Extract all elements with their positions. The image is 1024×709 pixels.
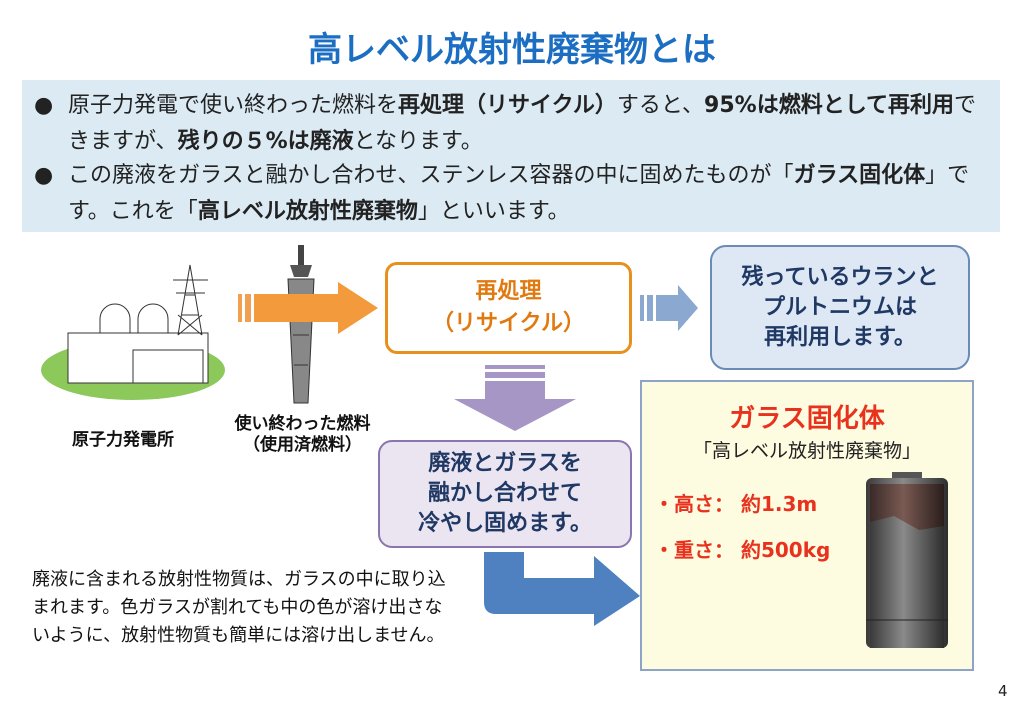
vitrify-box: 廃液とガラスを 融かし合わせて 冷やし固めます。 bbox=[378, 440, 632, 548]
bullet-dot-icon: ● bbox=[34, 93, 54, 118]
power-plant-illustration bbox=[41, 264, 225, 400]
blue-arrow-icon bbox=[640, 285, 698, 331]
bold-text: 再処理（リサイクル） bbox=[398, 93, 617, 118]
reuse-box: 残っているウランと プルトニウムは 再利用します。 bbox=[710, 245, 970, 370]
reuse-line: プルトニウムは bbox=[762, 294, 917, 320]
reuse-line: 残っているウランと bbox=[741, 264, 939, 290]
blue-bend-arrow-icon bbox=[484, 552, 640, 626]
reprocess-line: （リサイクル） bbox=[432, 311, 585, 336]
vitrify-line: 融かし合わせて bbox=[427, 481, 582, 506]
bullet-1: ● 原子力発電で使い終わった燃料を再処理（リサイクル）すると、95%は燃料として… bbox=[34, 88, 984, 160]
text: 原子力発電で使い終わった燃料を bbox=[68, 93, 399, 118]
vitrify-line: 廃液とガラスを bbox=[428, 451, 582, 476]
slide-title: 高レベル放射性廃棄物とは bbox=[308, 30, 716, 70]
text: となります。 bbox=[353, 129, 483, 154]
note-text: 廃液に含まれる放射性物質は、ガラスの中に取り込まれます。色ガラスが割れても中の色… bbox=[32, 569, 446, 646]
page-number: 4 bbox=[998, 682, 1008, 700]
fuel-label-line: （使用済燃料） bbox=[243, 435, 362, 455]
reprocess-line: 再処理 bbox=[475, 279, 542, 304]
text: 」です。これを「 bbox=[68, 163, 970, 224]
bullet-dot-icon: ● bbox=[34, 163, 54, 188]
reprocess-box: 再処理 （リサイクル） bbox=[385, 262, 632, 354]
glass-height: ・高さ： 約1.3m bbox=[654, 492, 818, 516]
vitrify-line: 冷やし固めます。 bbox=[418, 511, 592, 536]
text: すると、 bbox=[616, 93, 705, 118]
fuel-label: 使い終わった燃料 （使用済燃料） bbox=[220, 414, 385, 456]
bold-text: 高レベル放射性廃棄物 bbox=[197, 199, 418, 224]
orange-arrow-icon bbox=[238, 282, 378, 334]
text: この廃液をガラスと融かし合わせ、ステンレス容器の中に固めたものが「 bbox=[68, 163, 794, 188]
glass-subtitle: 「高レベル放射性廃棄物」 bbox=[692, 440, 921, 462]
glass-title: ガラス固化体 bbox=[729, 404, 885, 434]
fuel-label-line: 使い終わった燃料 bbox=[234, 414, 371, 434]
glass-weight: ・重さ： 約500kg bbox=[654, 538, 831, 562]
glass-block-box: ガラス固化体 「高レベル放射性廃棄物」 ・高さ： 約1.3m ・重さ： 約500… bbox=[640, 380, 974, 671]
text: 」といいます。 bbox=[417, 199, 570, 224]
bold-text: 95%は燃料として再利用 bbox=[704, 93, 955, 118]
canister-illustration bbox=[866, 472, 948, 648]
plant-label: 原子力発電所 bbox=[72, 430, 174, 450]
text: できますが、 bbox=[68, 93, 977, 154]
intro-box: ● 原子力発電で使い終わった燃料を再処理（リサイクル）すると、95%は燃料として… bbox=[22, 80, 1000, 232]
bullet-2: ● この廃液をガラスと融かし合わせ、ステンレス容器の中に固めたものが「ガラス固化… bbox=[34, 158, 984, 230]
bold-text: ガラス固化体 bbox=[793, 163, 926, 188]
bold-text: 残りの５%は廃液 bbox=[177, 129, 354, 154]
purple-down-arrow-icon bbox=[454, 365, 576, 431]
reuse-line: 再利用します。 bbox=[764, 324, 916, 350]
